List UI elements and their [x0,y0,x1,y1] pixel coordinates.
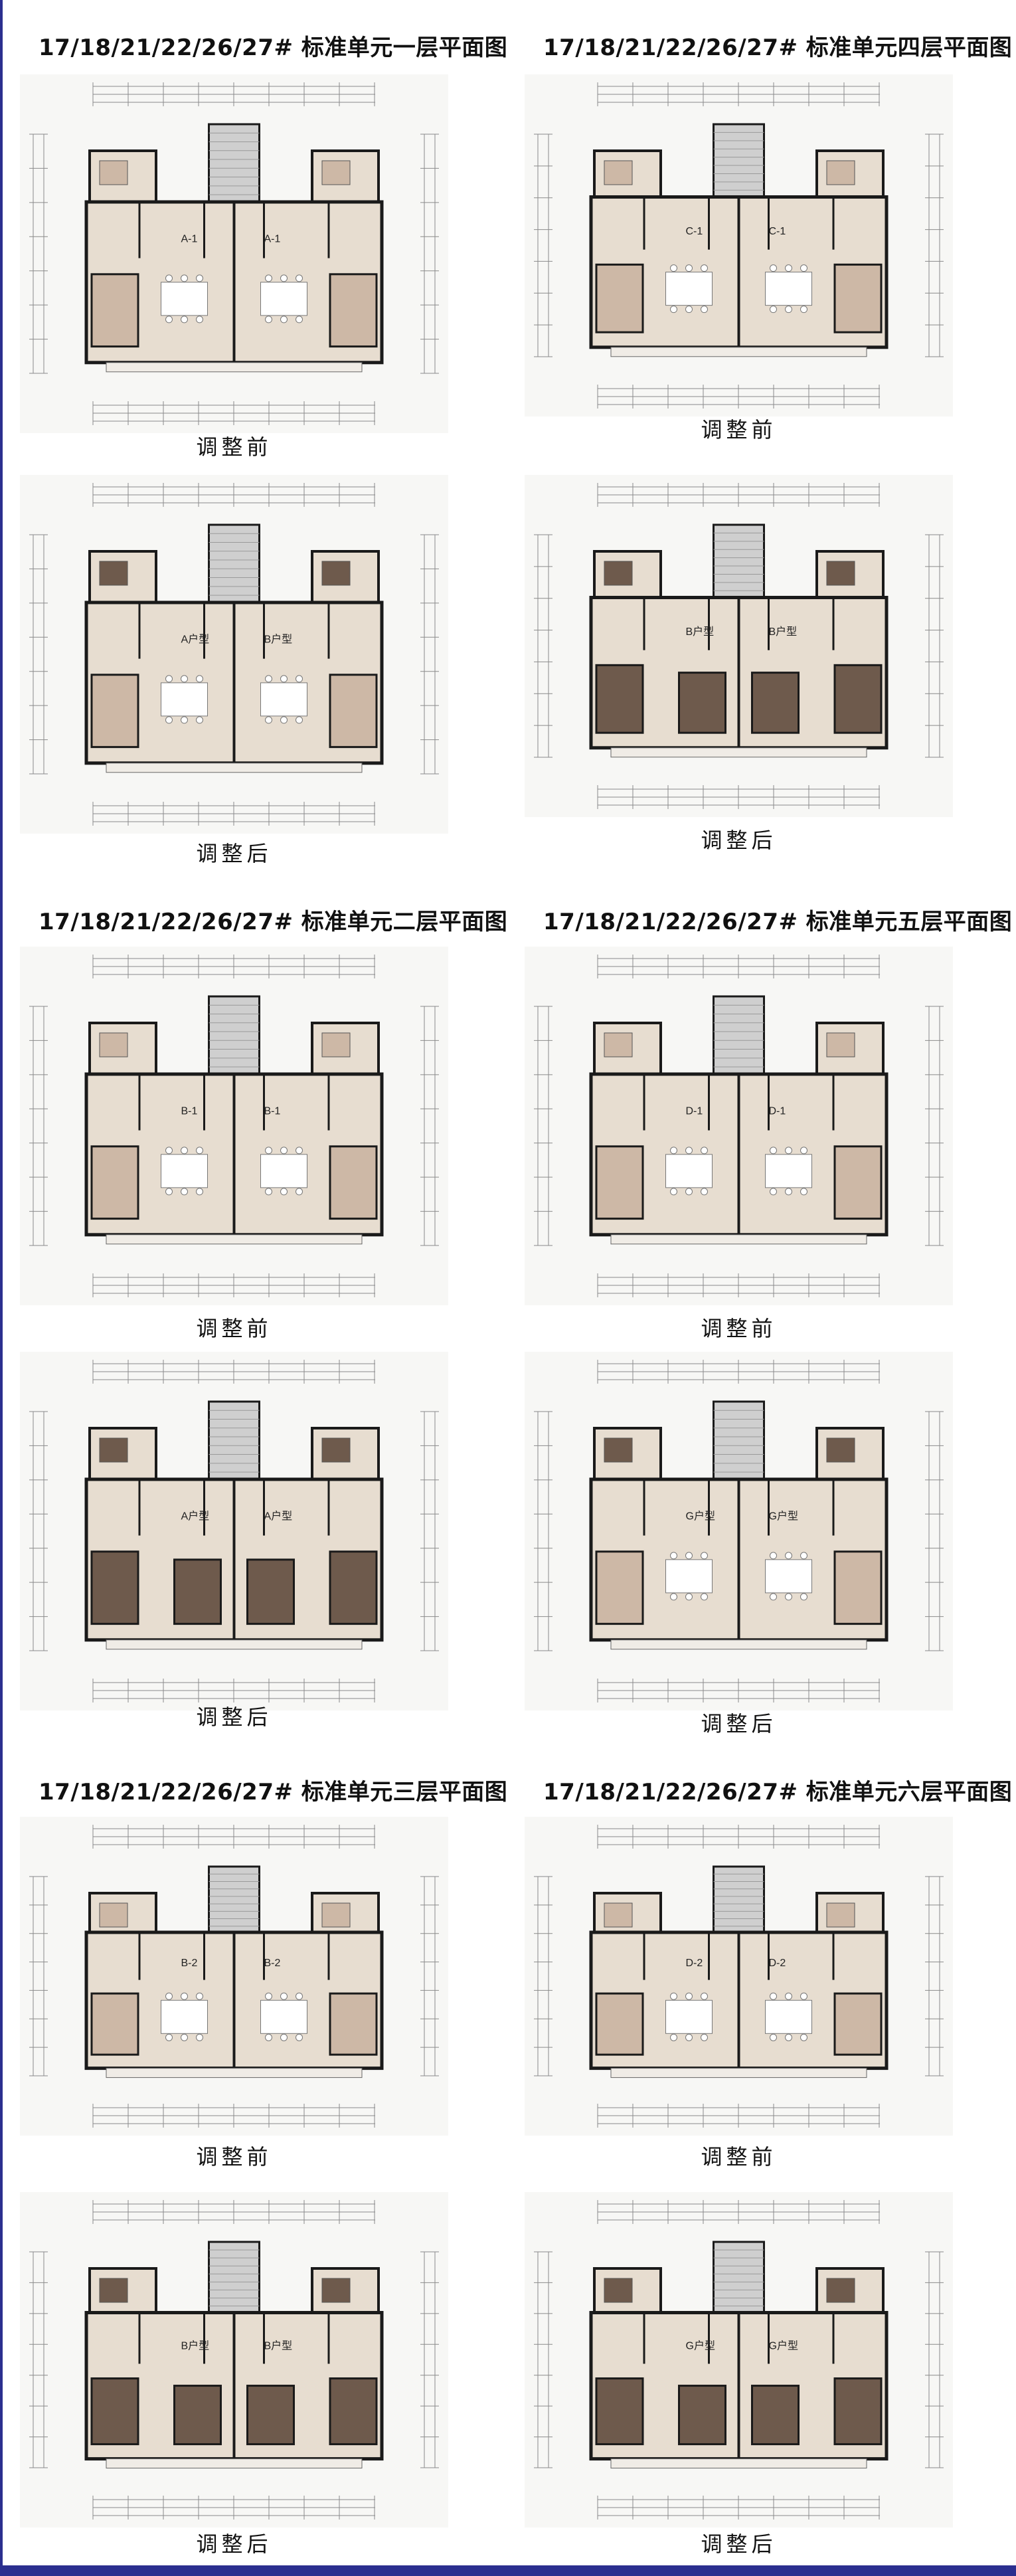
building-plan: G户型 G户型 [589,2241,889,2469]
floor1-caption-before: 调整前 [196,434,272,460]
unit-type-label: D-2 [686,1958,703,1969]
floor6-plan-before: D-2 D-2 [525,1817,953,2136]
unit-type-label: A户型 [264,1510,293,1522]
dimension-lines [534,2200,944,2520]
dimension-lines [534,1825,944,2128]
unit-type-label: B户型 [181,2340,210,2352]
floor1-plan-after: A户型 B户型 [20,475,448,834]
floor5-plan-after: G户型 G户型 [525,1352,953,1710]
floor1-plan-before: A-1 A-1 [20,74,448,433]
floor-plan-drawing: A-1 A-1 [29,82,439,425]
dimension-lines [534,1360,944,1702]
floor-plan-drawing: G户型 G户型 [534,1360,944,1702]
floor-plan-drawing: A户型 A户型 [29,1360,439,1702]
floor6-caption-after: 调整后 [701,2531,777,2557]
building-plan: D-1 D-1 [589,995,889,1245]
unit-type-label: B-2 [264,1958,281,1969]
building-plan: B户型 B户型 [589,523,889,758]
floor4-plan-after: B户型 B户型 [525,475,953,817]
unit-type-label: C-1 [769,226,786,237]
unit-type-label: B-1 [181,1105,198,1117]
floor4-caption-before: 调整前 [701,417,777,442]
floor4-caption-after: 调整后 [701,828,777,853]
unit-type-label: G户型 [769,1510,798,1522]
unit-type-label: B户型 [686,626,715,638]
building-plan: B户型 B户型 [84,2241,384,2469]
dimension-lines [29,82,439,425]
dimension-lines [29,483,439,826]
floor-plan-drawing: B户型 B户型 [29,2200,439,2520]
floor2-caption-after: 调整后 [196,1704,272,1730]
floor-plan-drawing: B-1 B-1 [29,955,439,1297]
unit-type-label: A户型 [181,633,210,645]
section-title-floor4: 17/18/21/22/26/27# 标准单元四层平面图 [543,35,1013,61]
floor-plan-drawing: B-2 B-2 [29,1825,439,2128]
floor5-caption-before: 调整前 [701,1316,777,1341]
page-frame-left [0,0,3,2576]
unit-type-label: A-1 [181,233,198,244]
floor3-plan-after: B户型 B户型 [20,2192,448,2528]
building-plan: A户型 B户型 [84,523,384,773]
unit-type-label: B户型 [264,2340,293,2352]
building-plan: A户型 A户型 [84,1400,384,1650]
dimension-lines [534,82,944,409]
floor1-caption-after: 调整后 [196,841,272,866]
building-plan: B-1 B-1 [84,995,384,1245]
floor-plan-drawing: G户型 G户型 [534,2200,944,2520]
building-plan: G户型 G户型 [589,1400,889,1650]
unit-type-label: B户型 [264,633,293,645]
floor-plan-drawing: D-2 D-2 [534,1825,944,2128]
floor2-plan-before: B-1 B-1 [20,947,448,1305]
floor-plan-drawing: B户型 B户型 [534,483,944,809]
floor3-caption-before: 调整前 [196,2144,272,2169]
floor6-plan-after: G户型 G户型 [525,2192,953,2528]
floor-plan-drawing: A户型 B户型 [29,483,439,826]
dimension-lines [29,955,439,1297]
unit-type-label: G户型 [686,1510,715,1522]
building-plan: C-1 C-1 [589,123,889,357]
section-title-floor5: 17/18/21/22/26/27# 标准单元五层平面图 [543,909,1013,935]
section-title-floor3: 17/18/21/22/26/27# 标准单元三层平面图 [39,1779,508,1805]
unit-type-label: A户型 [181,1510,210,1522]
unit-type-label: B户型 [769,626,798,638]
floor3-caption-after: 调整后 [196,2531,272,2557]
floor5-plan-before: D-1 D-1 [525,947,953,1305]
building-plan: A-1 A-1 [84,123,384,373]
building-plan: D-2 D-2 [589,1865,889,2078]
section-title-floor2: 17/18/21/22/26/27# 标准单元二层平面图 [39,909,508,935]
unit-type-label: A-1 [264,233,281,244]
unit-type-label: G户型 [686,2340,715,2352]
floor5-caption-after: 调整后 [701,1711,777,1736]
unit-type-label: D-1 [686,1105,703,1117]
dimension-lines [534,483,944,809]
unit-type-label: B-1 [264,1105,281,1117]
unit-type-label: G户型 [769,2340,798,2352]
floor4-plan-before: C-1 C-1 [525,74,953,416]
section-title-floor1: 17/18/21/22/26/27# 标准单元一层平面图 [39,35,508,61]
section-title-floor6: 17/18/21/22/26/27# 标准单元六层平面图 [543,1779,1013,1805]
building-plan: B-2 B-2 [84,1865,384,2078]
page-frame-bottom [0,2565,1016,2576]
unit-type-label: C-1 [686,226,703,237]
dimension-lines [534,955,944,1297]
dimension-lines [29,2200,439,2520]
floor6-caption-before: 调整前 [701,2144,777,2169]
unit-type-label: D-2 [769,1958,786,1969]
floor-plan-drawing: D-1 D-1 [534,955,944,1297]
floor-plan-drawing: C-1 C-1 [534,82,944,409]
floor3-plan-before: B-2 B-2 [20,1817,448,2136]
floor2-caption-before: 调整前 [196,1316,272,1341]
floor2-plan-after: A户型 A户型 [20,1352,448,1710]
dimension-lines [29,1825,439,2128]
unit-type-label: D-1 [769,1105,786,1117]
unit-type-label: B-2 [181,1958,198,1969]
dimension-lines [29,1360,439,1702]
